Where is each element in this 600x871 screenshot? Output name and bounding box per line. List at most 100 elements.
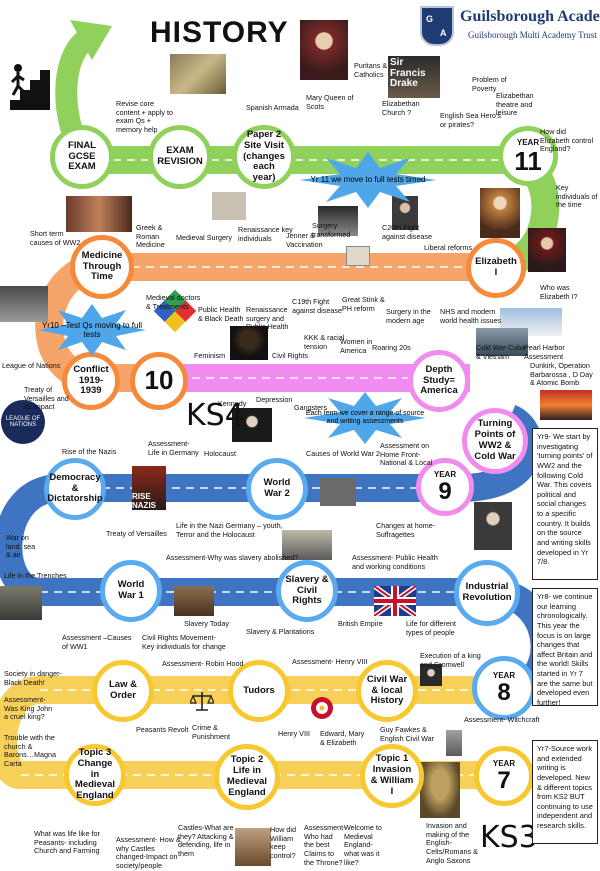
atomic-bomb-image [540, 390, 592, 420]
cold-war-image [476, 328, 528, 356]
trouble-church-label: Trouble with the church & Barons…Magna C… [4, 733, 56, 768]
vaccination-image [212, 192, 246, 220]
modern-surgery-label: Surgery in the modern age [386, 307, 431, 325]
league-label: League of Nations [2, 361, 61, 370]
king-john-label: Assessment- Was King John a cruel king? [4, 695, 53, 722]
ww2-circle: World War 2 [246, 458, 308, 520]
elizabethan-church-label: Elizabethan Church ? [382, 99, 420, 117]
peasants-life-label: What was life like for Peasants- includi… [34, 829, 100, 856]
union-flag-image [372, 583, 418, 619]
great-stink-label: Great Stink & PH reform [342, 295, 385, 313]
year10-circle: 10 [130, 352, 188, 410]
league-emblem-image: LEAGUE OF NATIONS [1, 400, 45, 444]
women-america-label: Women in America [340, 337, 373, 355]
capone-image [232, 408, 272, 442]
topic1-circle: Topic 1 Invasion & William I [360, 744, 424, 808]
feminism-label: Feminism [194, 351, 226, 360]
poverty-label: Problem of Poverty [472, 75, 507, 93]
yr10-star: Yr10 –Test Qs moving to full tests [36, 302, 148, 358]
tudor-rose-icon [310, 696, 334, 720]
henry-assess-label: Assessment- Henry VIII [292, 657, 368, 666]
yr11-star: Yr 11 we move to full tests timed [298, 150, 438, 210]
peasants-revolt-label: Peasants Revolt [136, 725, 189, 734]
home-front-image [320, 478, 356, 506]
guy-fawkes-label: Guy Fawkes & English Civil War [380, 725, 435, 743]
drake-portrait-image: Sir Francis Drake [388, 56, 440, 98]
suffragette-image [474, 502, 512, 550]
edward-label: Edward, Mary & Elizabeth [320, 729, 365, 747]
term-star: Each term we cover a range of source and… [302, 390, 428, 446]
topic2-circle: Topic 2 Life in Medieval England [214, 744, 280, 810]
shield-icon: G A [420, 6, 454, 46]
roaring-label: Roaring 20s [372, 343, 411, 352]
scales-icon [189, 690, 215, 712]
tudors-circle: Tudors [228, 660, 290, 722]
ks4-label: KS4 [186, 398, 244, 433]
paper2-circle: Paper 2 Site Visit (changes each year) [232, 125, 296, 189]
treaty-versailles-label: Treaty of Versailles [106, 529, 167, 538]
civil-war-circle: Civil War & local History [356, 660, 418, 722]
scientist-image [392, 196, 418, 230]
law-order-circle: Law & Order [92, 660, 154, 722]
academy-logo: G A Guilsborough Academy Guilsborough Mu… [418, 4, 600, 48]
execution-label: Execution of a king and Cromwell [420, 651, 481, 669]
best-claims-label: Assessment- Who had the best Claims to t… [304, 823, 346, 867]
yr7-note: Yr7-Source work and extended writing is … [532, 740, 598, 844]
british-empire-label: British Empire [338, 619, 383, 628]
dunkirk-label: Dunkirk, Operation Barbarossa , D Day & … [530, 361, 593, 388]
ww1-circle: World War 1 [100, 560, 162, 622]
ww2-causes-image [66, 196, 132, 232]
exam-revision-circle: EXAM REVISION [148, 125, 212, 189]
plantations-label: Slavery & Plantations [246, 627, 315, 636]
revise-label: Revise core content + apply to exam Qs +… [116, 99, 173, 134]
industrial-circle: Industrial Revolution [454, 560, 520, 626]
turning-points-circle: Turning Points of WW2 & Cold War [462, 408, 528, 474]
assess-castles-label: Assessment- How & why Castles changed-Im… [116, 835, 181, 870]
medicine-circle: Medicine Through Time [70, 235, 134, 299]
elizabeth-portrait-image [480, 188, 520, 238]
page-title: HISTORY [150, 16, 289, 49]
trenches-label: Life in the Trenches [4, 571, 67, 580]
assess-germany-label: Assessment- Life in Germany [148, 439, 199, 457]
year8-circle: YEAR 8 [472, 656, 536, 720]
armada-label: Spanish Armada [246, 103, 299, 112]
nhs-label: NHS and modern world health issues [440, 307, 502, 325]
robin-hood-label: Assessment- Robin Hood [162, 659, 244, 668]
kkk-label: KKK & racial tension [304, 333, 345, 351]
crime-label: Crime & Punishment [192, 723, 230, 741]
jenner-label: Jenner & Vaccination [286, 231, 323, 249]
cromwell-image [420, 664, 442, 686]
civil-rights-movement-label: Civil Rights Movement-Key individuals fo… [142, 633, 226, 651]
war-land-label: War on land, sea & air [6, 533, 36, 560]
castles-label: Castles-What are they? Attacking & defen… [178, 823, 234, 858]
democracy-circle: Democracy & Dictatorship [44, 458, 106, 520]
versailles-impact-label: Treaty of Versailles and its impact [24, 385, 69, 412]
causes-ww2-label: Causes of World War 2 [306, 449, 380, 458]
medieval-surgery-label: Medieval Surgery [176, 233, 232, 242]
key-individuals-label: Key individuals of the time [556, 183, 598, 210]
slavery-today-label: Slavery Today [184, 619, 230, 628]
league-meeting-image [0, 286, 48, 322]
rise-nazis-image: RISE NAZIS [132, 466, 166, 510]
theatre-label: Elizabethan theatre and leisure [496, 91, 534, 118]
castle-life-image [235, 828, 271, 866]
topic3-circle: Topic 3 Change in Medieval England [64, 744, 126, 806]
assess-ph-label: Assessment- Public Health and working co… [352, 553, 438, 571]
poster-image [346, 246, 370, 266]
gangsters-label: Gangsters [294, 403, 328, 412]
renaissance-surgery-label: Renaissance surgery and Public Health [246, 305, 289, 332]
depression-label: Depression [256, 395, 293, 404]
cold-war-label: Cold War-Cuba & Vietnam [476, 343, 526, 361]
mary-portrait-image [300, 20, 348, 80]
short-term-label: Short term causes of WW2 [30, 229, 81, 247]
ks3-label: KS3 [480, 820, 538, 855]
yr8-note: Yr8- we continue our learning chronologi… [532, 588, 598, 707]
assess-ww1-label: Assessment –Causes of WW1 [62, 633, 132, 651]
c19-label: C19th Fight against disease [292, 297, 342, 315]
sea-hero-label: English Sea Hero's or pirates? [440, 111, 501, 129]
welcome-label: Welcome to Medieval England- what was it… [344, 823, 382, 867]
depth-study-circle: Depth Study= America [408, 350, 470, 412]
stairs-climber-icon [6, 64, 50, 110]
greek-roman-label: Greek & Roman Medicine [136, 223, 165, 250]
civil-rights-label: Civil Rights [272, 351, 308, 360]
